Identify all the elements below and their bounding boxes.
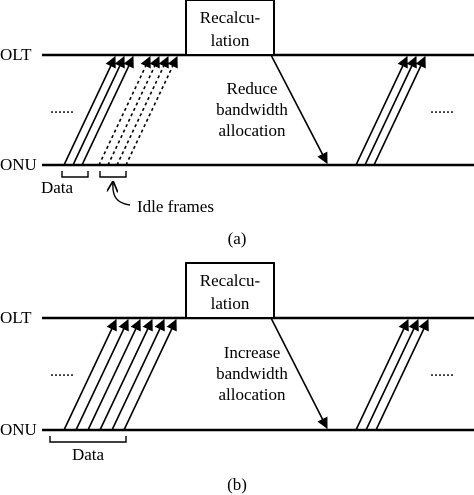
data-frame-arrow [123,318,177,431]
ellipsis-right: ...... [430,363,454,380]
reduce-allocation-arrow [270,54,328,164]
message-line1: Reduce [227,79,278,98]
data-frame-arrow [63,318,117,431]
message-line1: Increase [224,343,281,362]
data-frame-arrow [375,318,429,431]
data-frame-arrow [365,318,419,431]
data-frame-arrow [75,318,129,431]
idle-frame-arrow [125,55,178,166]
recalculation-label-line1: Recalcu- [200,271,261,290]
idle-brace [99,171,127,178]
data-brace [49,436,127,443]
data-frames-upstream-right [355,55,426,166]
data-frame-arrow [63,55,116,166]
recalculation-label-line1: Recalcu- [200,8,261,27]
idle-frame-arrow [116,55,169,166]
data-frame-arrow [72,55,125,166]
ellipsis-right: ...... [430,100,454,117]
data-frame-arrow [99,318,153,431]
olt-label: OLT [0,45,32,64]
increase-allocation-arrow [270,317,328,429]
data-frames-upstream [63,318,177,431]
message-line2: bandwidth [216,364,288,383]
recalculation-label-line2: lation [211,294,250,313]
idle-frame-arrow [107,55,160,166]
panel-a: OLT ONU Recalcu- lation Reduce bandwidth… [0,0,474,248]
onu-label: ONU [0,420,37,439]
recalculation-box [185,262,275,319]
caption-b: (b) [227,475,247,494]
ellipsis-left: ...... [50,100,74,117]
message-line3: allocation [218,121,286,140]
olt-label: OLT [0,308,32,327]
panel-b: OLT ONU Recalcu- lation Increase bandwid… [0,262,474,494]
data-frame-arrow [364,55,417,166]
onu-label: ONU [0,155,37,174]
data-frames-upstream [63,55,134,166]
data-frame-arrow [355,55,408,166]
data-frame-arrow [87,318,141,431]
caption-a: (a) [228,229,247,248]
data-frame-arrow [373,55,426,166]
ellipsis-left: ...... [50,363,74,380]
data-label: Data [41,178,74,197]
idle-frames-label: Idle frames [137,197,214,216]
data-label: Data [72,445,105,464]
data-frames-upstream-right [355,318,429,431]
message-line3: allocation [218,385,286,404]
idle-frame-arrow [98,55,151,166]
idle-frames-upstream [98,55,178,166]
data-frame-arrow [355,318,409,431]
message-line2: bandwidth [216,100,288,119]
idle-pointer-arrow [113,182,131,206]
data-frame-arrow [81,55,134,166]
recalculation-label-line2: lation [211,31,250,50]
recalculation-box [185,0,275,56]
data-frame-arrow [111,318,165,431]
data-brace [61,171,89,178]
